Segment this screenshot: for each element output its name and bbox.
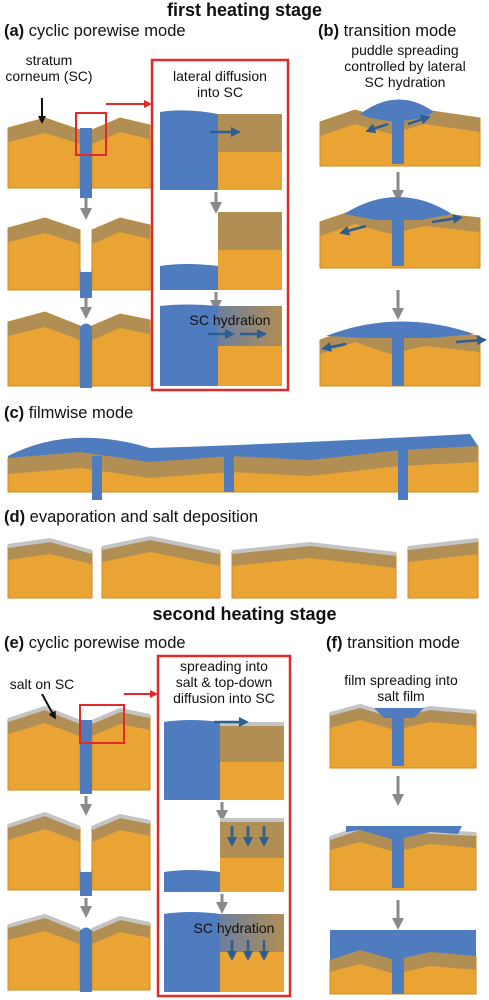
zoom-box (75, 112, 107, 156)
puddle-spreading-label: puddle spreading controlled by lateral S… (344, 42, 466, 90)
sc-hydration-label-e: SC hydration (193, 920, 275, 936)
salt-on-sc-label: salt on SC (9, 676, 75, 692)
panel-b-skin-3 (319, 321, 487, 387)
spreading-into-salt-label: spreading into salt & top-down diffusion… (173, 658, 275, 706)
panel-e-skin-1 (7, 705, 151, 794)
panel-e-title: (e) cyclic porewise mode (4, 634, 186, 652)
panel-f-title: (f) transition mode (326, 634, 460, 652)
lateral-diffusion-label: lateral diffusion into SC (173, 68, 267, 100)
zoom-box (79, 704, 125, 744)
sc-hydration-label-a: SC hydration (189, 312, 271, 328)
panel-c-skin (7, 434, 479, 500)
stage1-title: first heating stage (166, 0, 323, 20)
panel-b-skin-2 (319, 197, 481, 269)
pore (80, 128, 92, 198)
zoom-a-2 (160, 212, 282, 290)
panel-a-skin-3 (7, 311, 151, 388)
zoom-e-3 (164, 912, 284, 992)
panel-a-title: (a) cyclic porewise mode (4, 22, 186, 40)
panel-b-skin-1 (319, 99, 481, 167)
zoom-frame-e (156, 654, 292, 998)
zoom-e-1 (164, 717, 284, 800)
stage2-title: second heating stage (152, 604, 337, 624)
film-spreading-label: film spreading into salt film (344, 672, 458, 704)
stratum-corneum-label: stratum corneum (SC) (5, 52, 93, 84)
zoom-e-2 (164, 818, 284, 892)
panel-d-skin (7, 535, 479, 599)
zoom-a-1 (160, 110, 282, 190)
salt-pointer-arrow (41, 693, 56, 720)
panel-a-skin-2 (7, 217, 151, 298)
panel-a-skin-1 (7, 117, 151, 198)
panel-c-title: (c) filmwise mode (4, 404, 134, 422)
panel-f-skin-3 (329, 930, 477, 995)
panel-f-skin-1 (329, 703, 477, 769)
panel-d-title: (d) evaporation and salt deposition (4, 508, 259, 526)
zoom-frame-a (150, 58, 290, 392)
panel-f-skin-2 (329, 825, 477, 891)
zoom-a-3 (160, 304, 282, 386)
panel-b-title: (b) transition mode (318, 22, 457, 40)
panel-e-skin-3 (7, 913, 151, 992)
panel-e-skin-2 (7, 811, 151, 896)
